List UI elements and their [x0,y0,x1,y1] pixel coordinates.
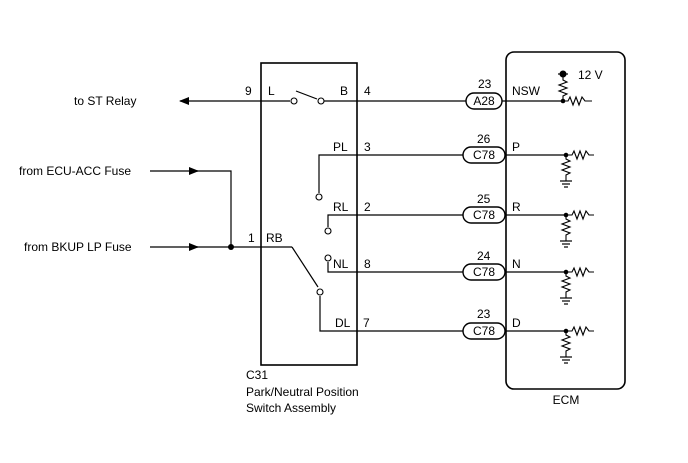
l-b-switch-blade [295,90,318,100]
rl-wire-internal [327,214,357,227]
pin-7: 7 [363,316,370,330]
connector-code-n: C78 [473,265,495,279]
nl-contact [324,254,332,262]
rl-contact [324,227,332,235]
pin-3: 3 [364,140,371,154]
pin-1: 1 [248,231,255,245]
connector-pill-c78-n [462,263,506,281]
switch-name-line1: Park/Neutral Position [246,385,359,399]
connector-pin-p: 26 [477,132,491,146]
ecm-input-r [560,209,594,248]
pin-8: 8 [364,257,371,271]
pin-label-pl: PL [333,140,348,154]
ecm-label: ECM [553,393,580,407]
from-bkup-lp-label: from BKUP LP Fuse [24,240,132,254]
pin-9: 9 [245,84,252,98]
from-ecu-acc-label: from ECU-ACC Fuse [19,164,131,178]
dl-wire-internal [319,296,357,332]
connector-code-a28: A28 [473,94,495,108]
pin-label-rl: RL [333,200,349,214]
ecm-input-n [560,266,594,305]
junction-dot [228,244,234,250]
connector-pin-d: 23 [477,307,491,321]
pl-contact [315,193,323,201]
nsw-input-resistor [562,95,592,107]
ecm-terminal-nsw: NSW [512,84,541,98]
connector-pin-r: 25 [477,192,491,206]
connector-pin-n: 24 [477,249,491,263]
pin-label-b: B [340,84,348,98]
connector-pill-c78-p [462,146,506,164]
connector-pill-a28 [465,92,503,110]
connector-pill-c78-d [462,322,506,340]
nl-wire-internal [327,262,357,273]
ecm-terminal-r: R [512,200,521,214]
pin-label-l: L [268,84,275,98]
pin-label-rb: RB [266,231,283,245]
ecu-acc-wire-down [196,170,232,247]
connector-code-d: C78 [473,324,495,338]
pin-4: 4 [364,84,371,98]
to-st-relay-label: to ST Relay [74,94,136,108]
pin-2: 2 [364,200,371,214]
ecm-box [505,51,626,390]
ecm-terminal-n: N [512,257,521,271]
pin-label-nl: NL [333,257,349,271]
connector-pin-nsw: 23 [478,77,492,91]
switch-name-line2: Switch Assembly [246,401,336,415]
pullup-resistor [557,77,569,101]
switch-assembly-box [260,62,358,366]
l-contact [290,97,298,105]
connector-code-r: C78 [473,208,495,222]
switch-code: C31 [246,368,268,382]
ecm-input-p [560,149,594,188]
connector-code-p: C78 [473,148,495,162]
rb-selector-blade [291,246,319,288]
ecm-terminal-d: D [512,316,521,330]
pin-label-dl: DL [335,316,351,330]
ecm-terminal-p: P [512,140,520,154]
dl-contact [316,288,324,296]
connector-pill-c78-r [462,206,506,224]
b-contact [317,97,325,105]
ecm-input-d [560,325,594,364]
pl-wire-internal [318,154,357,193]
ecm-voltage-label: 12 V [578,68,603,82]
